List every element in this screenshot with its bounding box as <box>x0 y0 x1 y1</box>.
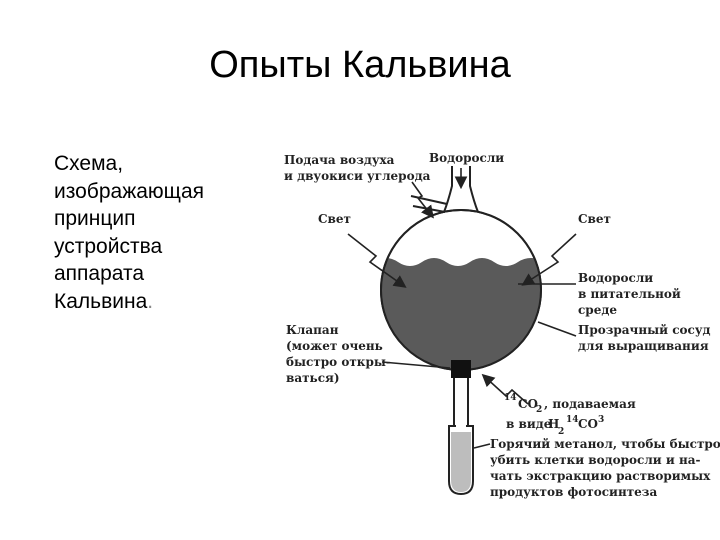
vessel-label-line: Прозрачный сосуд <box>578 323 711 337</box>
valve-label-line: быстро откры- <box>286 355 391 369</box>
methanol-liquid <box>451 432 471 492</box>
caption-last-word: Кальвина <box>54 289 148 313</box>
air-tube <box>410 195 448 205</box>
algae-medium-label: Водоросли в питательной среде <box>578 271 685 317</box>
caption-line: Схема, <box>54 152 124 175</box>
calvin-apparatus-diagram: Подача воздуха и двуокиси углерода Водор… <box>284 151 720 499</box>
air-label-line: Подача воздуха <box>284 153 395 167</box>
caption-line: принцип <box>54 207 136 230</box>
methanol-pointer <box>473 443 491 449</box>
vessel-label-line: для выращивания <box>578 339 709 353</box>
caption-line: аппарата <box>54 262 145 285</box>
co2-arrow <box>481 373 529 405</box>
caption-line: изображающая <box>54 179 204 203</box>
caption-line: Кальвина. <box>54 288 254 316</box>
valve-pointer <box>381 361 451 369</box>
valve-and-tube <box>448 360 474 496</box>
valve-label-line: ваться) <box>286 371 340 385</box>
vessel-label: Прозрачный сосуд для выращивания <box>578 323 715 353</box>
algae-input-label: Водоросли <box>429 151 504 165</box>
diagram-caption: Схема, изображающая принцип устройства а… <box>54 150 254 315</box>
vessel-pointer <box>537 321 577 337</box>
co2-label-line1: 14 CO 2 , подаваемая <box>504 389 636 415</box>
flask-neck <box>443 166 479 213</box>
algae-medium-line: среде <box>578 303 617 317</box>
valve-label-line: Клапан <box>286 323 339 337</box>
co2-label-line2: в виде H 2 14 CO 3 <box>506 411 604 437</box>
algae-medium-line: в питательной <box>578 287 681 301</box>
methanol-label-line: убить клетки водоросли и на- <box>490 453 701 467</box>
light-arrow-right <box>521 233 577 286</box>
page-title: Опыты Кальвина <box>209 44 511 86</box>
light-arrow-left <box>347 233 407 288</box>
methanol-label-line: продуктов фотосинтеза <box>490 485 657 499</box>
algae-medium-line: Водоросли <box>578 271 653 285</box>
valve <box>451 360 471 378</box>
valve-label-line: (может очень <box>286 339 383 353</box>
air-arrow <box>411 181 434 219</box>
methanol-label-line: Горячий метанол, чтобы быстро <box>490 437 720 451</box>
air-label-line: и двуокиси углерода <box>284 169 431 183</box>
methanol-label-line: чать экстракцию растворимых <box>490 469 711 483</box>
methanol-label: Горячий метанол, чтобы быстро убить клет… <box>490 437 720 499</box>
flask <box>380 166 542 371</box>
light-label-left: Свет <box>318 212 351 226</box>
algae-liquid <box>381 258 541 370</box>
caption-period: . <box>147 289 154 313</box>
light-label-right: Свет <box>578 212 611 226</box>
caption-line: устройства <box>54 234 163 258</box>
arrows <box>347 168 577 449</box>
valve-label: Клапан (может очень быстро откры- ваться… <box>286 323 395 385</box>
air-label: Подача воздуха и двуокиси углерода <box>284 153 431 183</box>
